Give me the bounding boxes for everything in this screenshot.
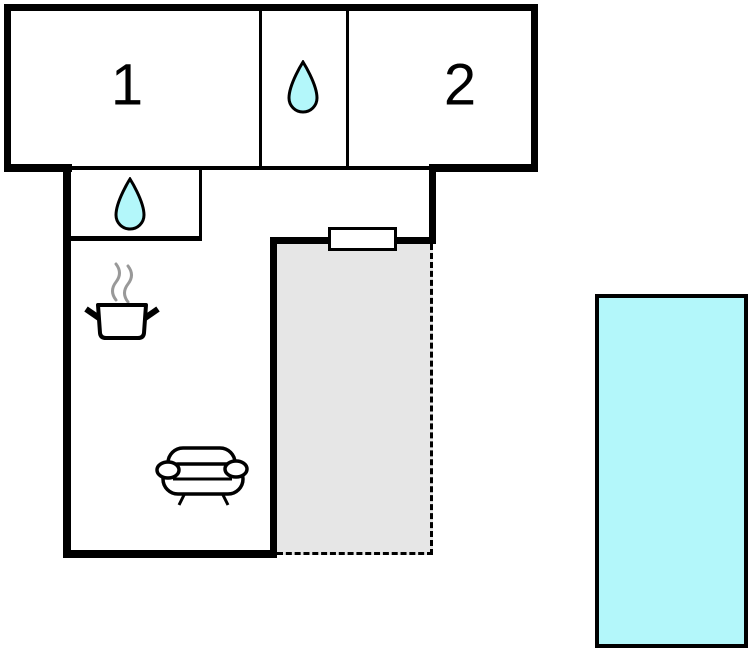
sofa-leg-left [177, 492, 187, 506]
wall-band-bottom-inner [65, 166, 431, 170]
steam-line [111, 262, 121, 302]
steam-line [123, 264, 133, 304]
wall-divider-room1-bath [259, 11, 262, 166]
terrace-area [277, 244, 433, 555]
wall-unit-left [63, 164, 71, 558]
water-drop-shape [114, 177, 146, 231]
room-label-2: 2 [443, 52, 477, 118]
wall-bathroom-right [199, 166, 202, 240]
wall-band-top [4, 4, 538, 11]
wall-band-right [531, 4, 538, 172]
water-drop-icon [114, 177, 146, 231]
water-drop-icon [287, 60, 319, 114]
swimming-pool [595, 294, 748, 648]
cooking-pot-icon [84, 262, 160, 340]
water-drop-shape [287, 60, 319, 114]
wall-band-left [4, 4, 11, 172]
window [328, 227, 397, 251]
wall-right-stub [429, 164, 436, 244]
sofa-armrest-right [223, 459, 249, 479]
wall-bathroom-bottom [63, 236, 202, 241]
sofa-armrest-left [155, 460, 181, 480]
wall-band-bottom-right [429, 164, 538, 172]
wall-unit-bottom [63, 550, 277, 558]
sofa-leg-right [220, 492, 230, 506]
wall-band-bottom-left [4, 164, 72, 172]
sofa-icon [155, 446, 249, 506]
pot-body [96, 303, 148, 340]
room-label-1: 1 [110, 52, 144, 118]
wall-living-right [270, 237, 277, 558]
wall-divider-bath-room2 [346, 11, 349, 166]
